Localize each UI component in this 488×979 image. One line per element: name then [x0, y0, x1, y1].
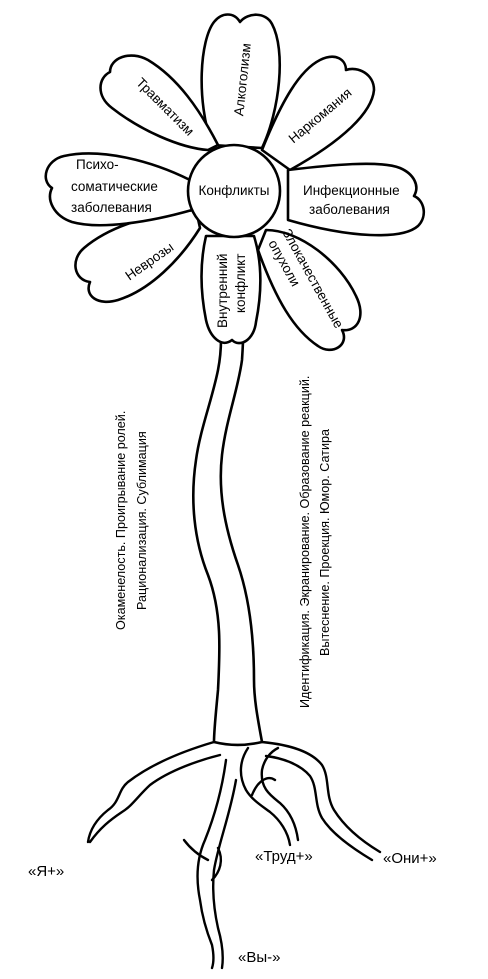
petal-narcomania — [260, 55, 376, 172]
root-label-trud: «Труд+» — [255, 848, 313, 865]
petals — [44, 13, 426, 352]
stem — [192, 293, 264, 747]
right-text-1: Идентификация. Экранирование. Образовани… — [298, 376, 312, 708]
center-label: Конфликты — [198, 183, 269, 198]
flower-center — [186, 143, 282, 239]
petal-tumors — [256, 228, 362, 352]
root-vy — [196, 758, 238, 970]
label-psychosomatic-1: Психо- — [76, 157, 119, 172]
petal-infectious — [286, 162, 426, 237]
petal-psychosomatic — [44, 152, 194, 227]
root-oni — [260, 740, 382, 862]
label-inner-conflict-1: Внутренний — [215, 254, 230, 328]
label-infectious-2: заболевания — [309, 202, 390, 217]
root-ya — [86, 740, 222, 844]
label-inner-conflict-2: конфликт — [233, 254, 248, 314]
petal-trauma — [99, 54, 220, 152]
left-text-1: Окаменелость. Проигрывание ролей. — [114, 411, 128, 630]
root-trud-branch — [250, 776, 277, 797]
petal-alcoholism — [200, 13, 281, 150]
label-infectious-1: Инфекционные — [303, 183, 400, 198]
label-psychosomatic-2: соматические — [71, 179, 158, 194]
roots — [86, 740, 382, 970]
root-vy-branch — [182, 838, 223, 882]
root-label-ya: «Я+» — [28, 863, 64, 880]
petal-inner-conflict — [200, 234, 262, 345]
label-psychosomatic-3: заболевания — [71, 200, 152, 215]
right-text-2: Вытеснение. Проекция. Юмор. Сатира — [318, 429, 332, 656]
root-label-vy: «Вы-» — [238, 949, 280, 966]
left-text-2: Рационализация. Сублимация — [135, 431, 149, 610]
root-label-oni: «Они+» — [383, 850, 437, 867]
